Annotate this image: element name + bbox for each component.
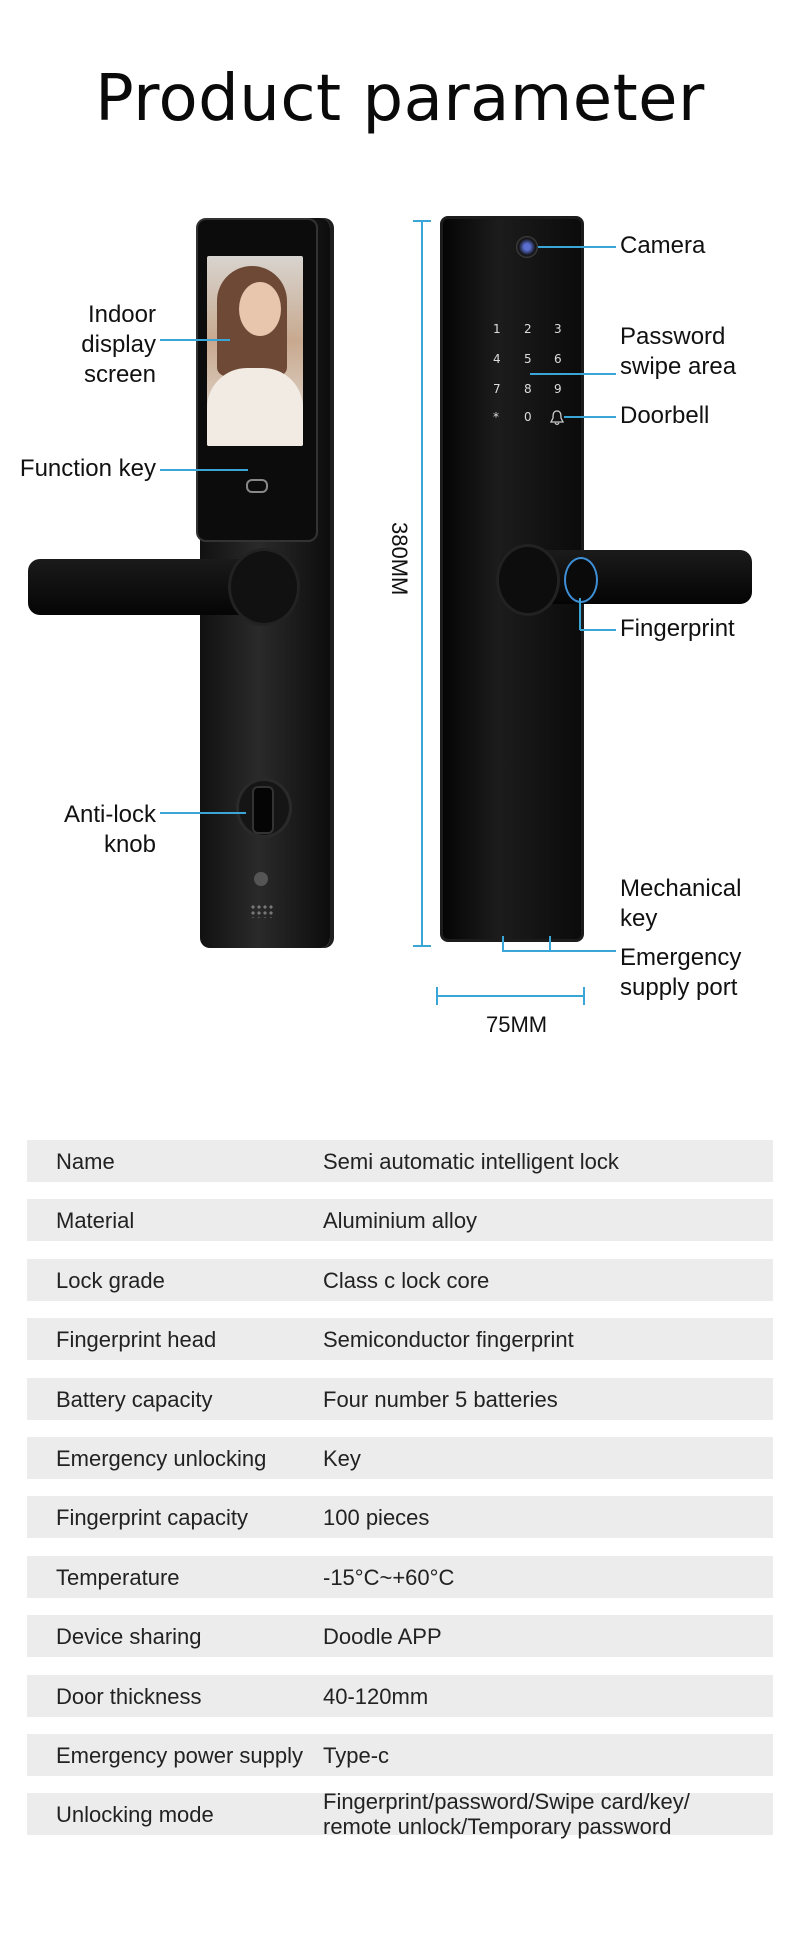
spec-value: Semi automatic intelligent lock [323,1149,619,1174]
callout-vline-fingerprint [579,598,581,630]
camera-icon [516,236,538,258]
spec-value: -15°C~+60°C [323,1565,455,1590]
fingerprint-sensor-icon [564,557,598,603]
callout-indoor-display: Indoor display screen [81,301,156,388]
callout-line-emergency-port [549,950,616,952]
table-row: Emergency power supply Type-c [27,1734,773,1776]
callout-doorbell: Doorbell [620,402,710,429]
spec-value: Doodle APP [323,1624,442,1649]
table-row: Temperature -15°C~+60°C [27,1556,773,1598]
spec-value: Semiconductor fingerprint [323,1327,574,1352]
spec-value: Key [323,1446,361,1471]
anti-lock-knob-lever [252,786,274,834]
screen-person-shoulders [207,368,303,446]
table-row: Fingerprint capacity 100 pieces [27,1496,773,1538]
keypad-key: * [493,410,499,424]
doorbell-icon [550,410,564,426]
callout-camera: Camera [620,232,706,259]
spec-key: Fingerprint head [56,1327,217,1352]
table-row: Emergency unlocking Key [27,1437,773,1479]
height-dimension-tick-top [413,220,431,222]
indoor-display-screen [207,256,303,446]
keypad-key: 4 [493,352,501,366]
keypad-key: 2 [524,322,532,336]
width-dimension-label: 75MM [486,1012,548,1037]
width-dimension-tick-right [583,987,585,1005]
width-dimension-tick-left [436,987,438,1005]
keypad-key: 0 [524,410,532,424]
spec-value: Aluminium alloy [323,1208,478,1233]
height-dimension-line [421,220,423,946]
spec-key: Device sharing [56,1624,202,1649]
callout-function-key: Function key [19,455,156,482]
callout-anti-lock-knob: Anti-lock knob [63,801,156,858]
screw-icon [254,872,268,886]
screen-person-face [239,282,281,336]
spec-value: Type-c [323,1743,390,1768]
spec-value: Class c lock core [323,1268,490,1293]
callout-line-password-swipe [530,373,616,375]
spec-key: Unlocking mode [56,1802,214,1827]
callout-line-anti-lock-knob [160,812,246,814]
spec-value: 40-120mm [323,1684,429,1709]
keypad-key: 7 [493,382,501,396]
keypad-key: 8 [524,382,532,396]
spec-key: Battery capacity [56,1387,213,1412]
callout-line-camera [538,246,616,248]
callout-line-fingerprint [580,629,616,631]
speaker-grille-icon [250,904,274,918]
callout-mechanical-key: Mechanical key [620,875,742,932]
height-dimension-tick-bottom [413,945,431,947]
table-row: Door thickness 40-120mm [27,1675,773,1717]
callout-vline-emergency-port [549,936,551,952]
function-key [246,479,268,493]
table-row: Unlocking mode Fingerprint/password/Swipe… [27,1789,773,1839]
callout-emergency-port: Emergency supply port [620,944,742,1001]
callout-line-doorbell [564,416,616,418]
spec-key: Lock grade [56,1268,165,1293]
keypad-key: 6 [554,352,562,366]
spec-key: Material [56,1208,135,1233]
keypad-key: 5 [524,352,532,366]
spec-key: Emergency unlocking [56,1446,267,1471]
spec-key: Fingerprint capacity [56,1505,248,1530]
table-row: Material Aluminium alloy [27,1199,773,1241]
callout-password-swipe: Password swipe area [620,323,737,380]
callout-line-indoor-display [160,339,230,341]
table-row: Lock grade Class c lock core [27,1259,773,1301]
spec-key: Emergency power supply [56,1743,304,1768]
spec-value: 100 pieces [323,1505,430,1530]
height-dimension-label: 380MM [387,522,412,596]
keypad-key: 9 [554,382,562,396]
keypad-key: 1 [493,322,501,336]
table-row: Fingerprint head Semiconductor fingerprin… [27,1318,773,1360]
spec-value: Four number 5 batteries [323,1387,558,1412]
page-title: Product parameter [95,62,705,136]
spec-key: Temperature [56,1565,180,1590]
table-row: Battery capacity Four number 5 batteries [27,1378,773,1420]
spec-key: Door thickness [56,1684,202,1709]
bracket-tick-emergency-port [502,936,504,951]
width-dimension-line [436,995,584,997]
callout-line-function-key [160,469,248,471]
spec-key: Name [56,1149,115,1174]
table-row: Device sharing Doodle APP [27,1615,773,1657]
indoor-handle-rosette [228,548,300,626]
spec-value: Fingerprint/password/Swipe card/key/ rem… [323,1789,690,1839]
callout-fingerprint: Fingerprint [620,615,735,642]
keypad-key: 3 [554,322,562,336]
outdoor-handle-rosette [496,544,560,616]
bracket-line-emergency-port [502,950,550,952]
table-row: Name Semi automatic intelligent lock [27,1140,773,1182]
